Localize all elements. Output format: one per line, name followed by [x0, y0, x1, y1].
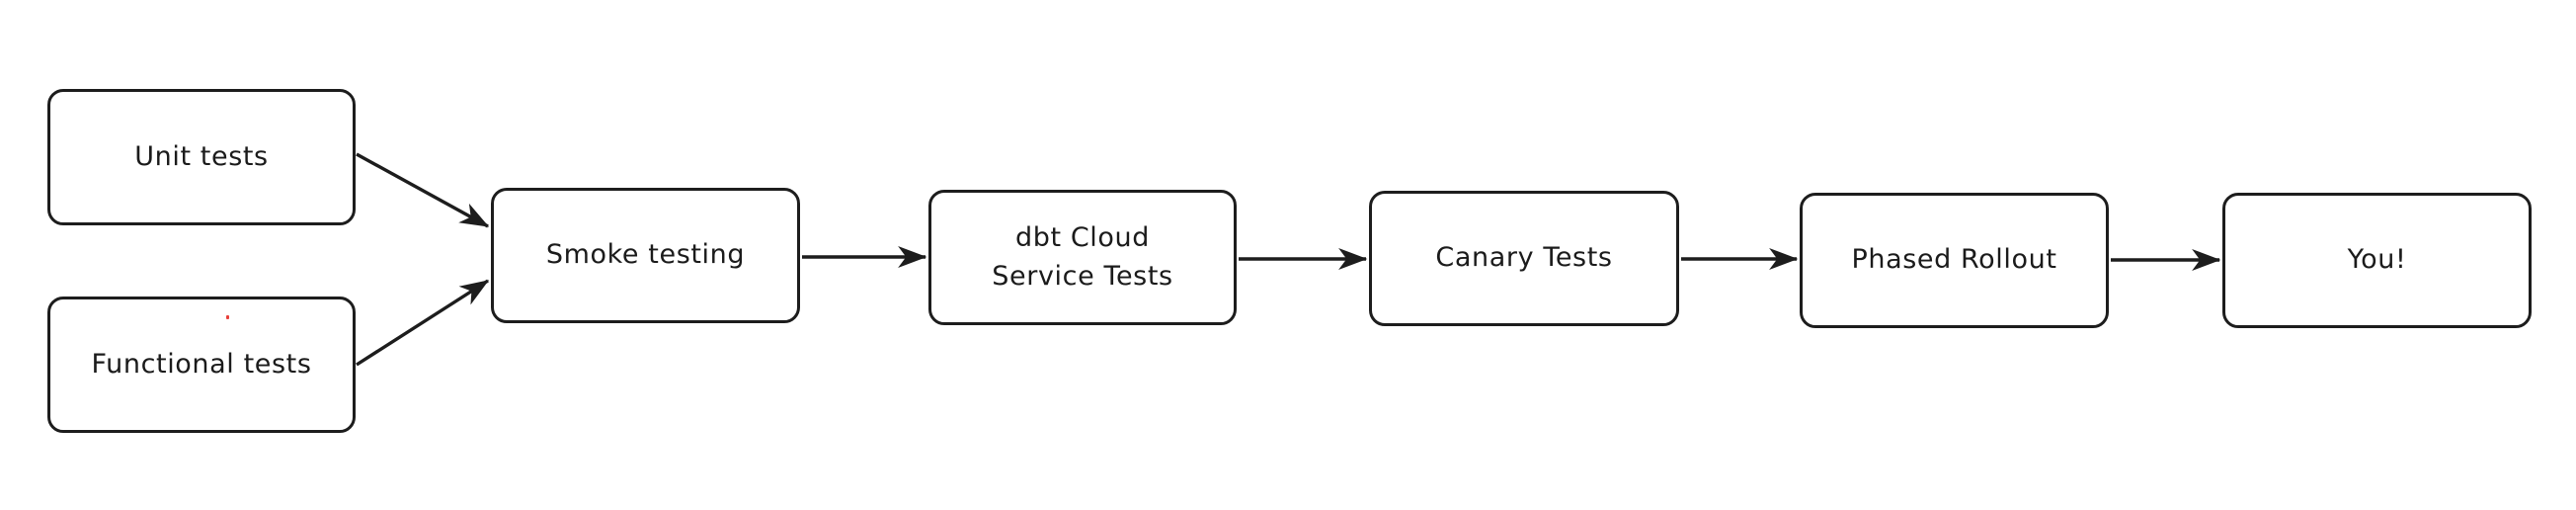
stray-red-dot-artifact	[226, 315, 229, 319]
node-phased-rollout[interactable]: Phased Rollout	[1800, 193, 2109, 328]
node-unit-tests[interactable]: Unit tests	[47, 89, 356, 225]
node-label-phased-rollout: Phased Rollout	[1851, 244, 2057, 276]
edge-functional-to-smoke	[356, 279, 490, 367]
node-functional-tests[interactable]: Functional tests	[47, 297, 356, 433]
node-label-you: You!	[2347, 244, 2407, 276]
node-canary-tests[interactable]: Canary Tests	[1369, 191, 1679, 326]
node-label-canary-tests: Canary Tests	[1435, 242, 1613, 274]
node-label-functional-tests: Functional tests	[91, 348, 312, 380]
node-label-unit-tests: Unit tests	[134, 140, 269, 172]
node-you[interactable]: You!	[2222, 193, 2532, 328]
node-smoke-testing[interactable]: Smoke testing	[491, 188, 800, 323]
edge-unit-to-smoke	[356, 152, 490, 228]
node-label-dbt-cloud-service-tests: dbt Cloud Service Tests	[992, 222, 1173, 292]
node-label-smoke-testing: Smoke testing	[545, 239, 746, 271]
node-dbt-cloud-service-tests[interactable]: dbt Cloud Service Tests	[928, 190, 1237, 325]
